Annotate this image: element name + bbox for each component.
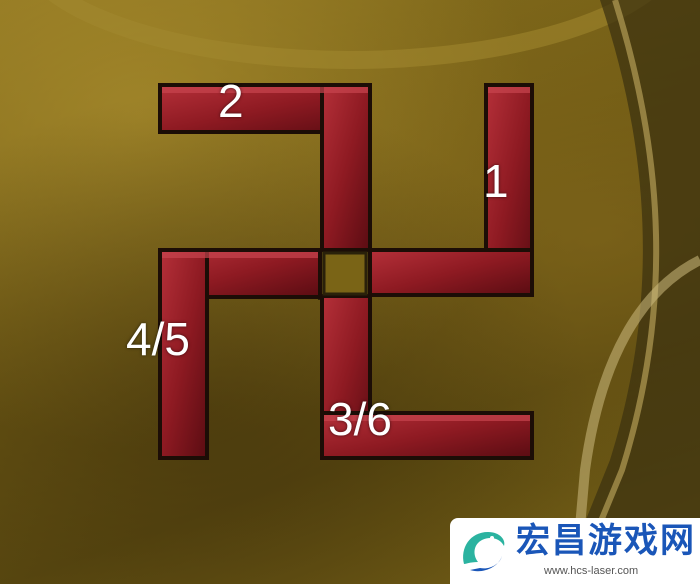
- label-piece-1: 1: [483, 155, 509, 207]
- background-ring: [48, 0, 652, 69]
- watermark-title: 宏昌游戏网: [516, 522, 696, 560]
- dragon-logo-icon: [463, 532, 505, 572]
- frame-right-edge: [560, 0, 700, 584]
- label-piece-4-5: 4/5: [126, 313, 190, 365]
- puzzle-piece-3-6[interactable]: [320, 294, 534, 460]
- puzzle-piece-2[interactable]: [158, 83, 372, 252]
- watermark-url: www.hcs-laser.com: [544, 565, 639, 577]
- frame-right-arc: [570, 255, 700, 584]
- center-tile: [322, 251, 368, 296]
- label-piece-3-6: 3/6: [328, 393, 392, 445]
- puzzle-piece-1[interactable]: [368, 83, 534, 297]
- frame-right-highlight: [572, 0, 660, 584]
- label-piece-2: 2: [218, 75, 244, 127]
- puzzle-piece-4-5[interactable]: [158, 248, 322, 460]
- site-watermark: 宏昌游戏网 www.hcs-laser.com: [450, 518, 700, 584]
